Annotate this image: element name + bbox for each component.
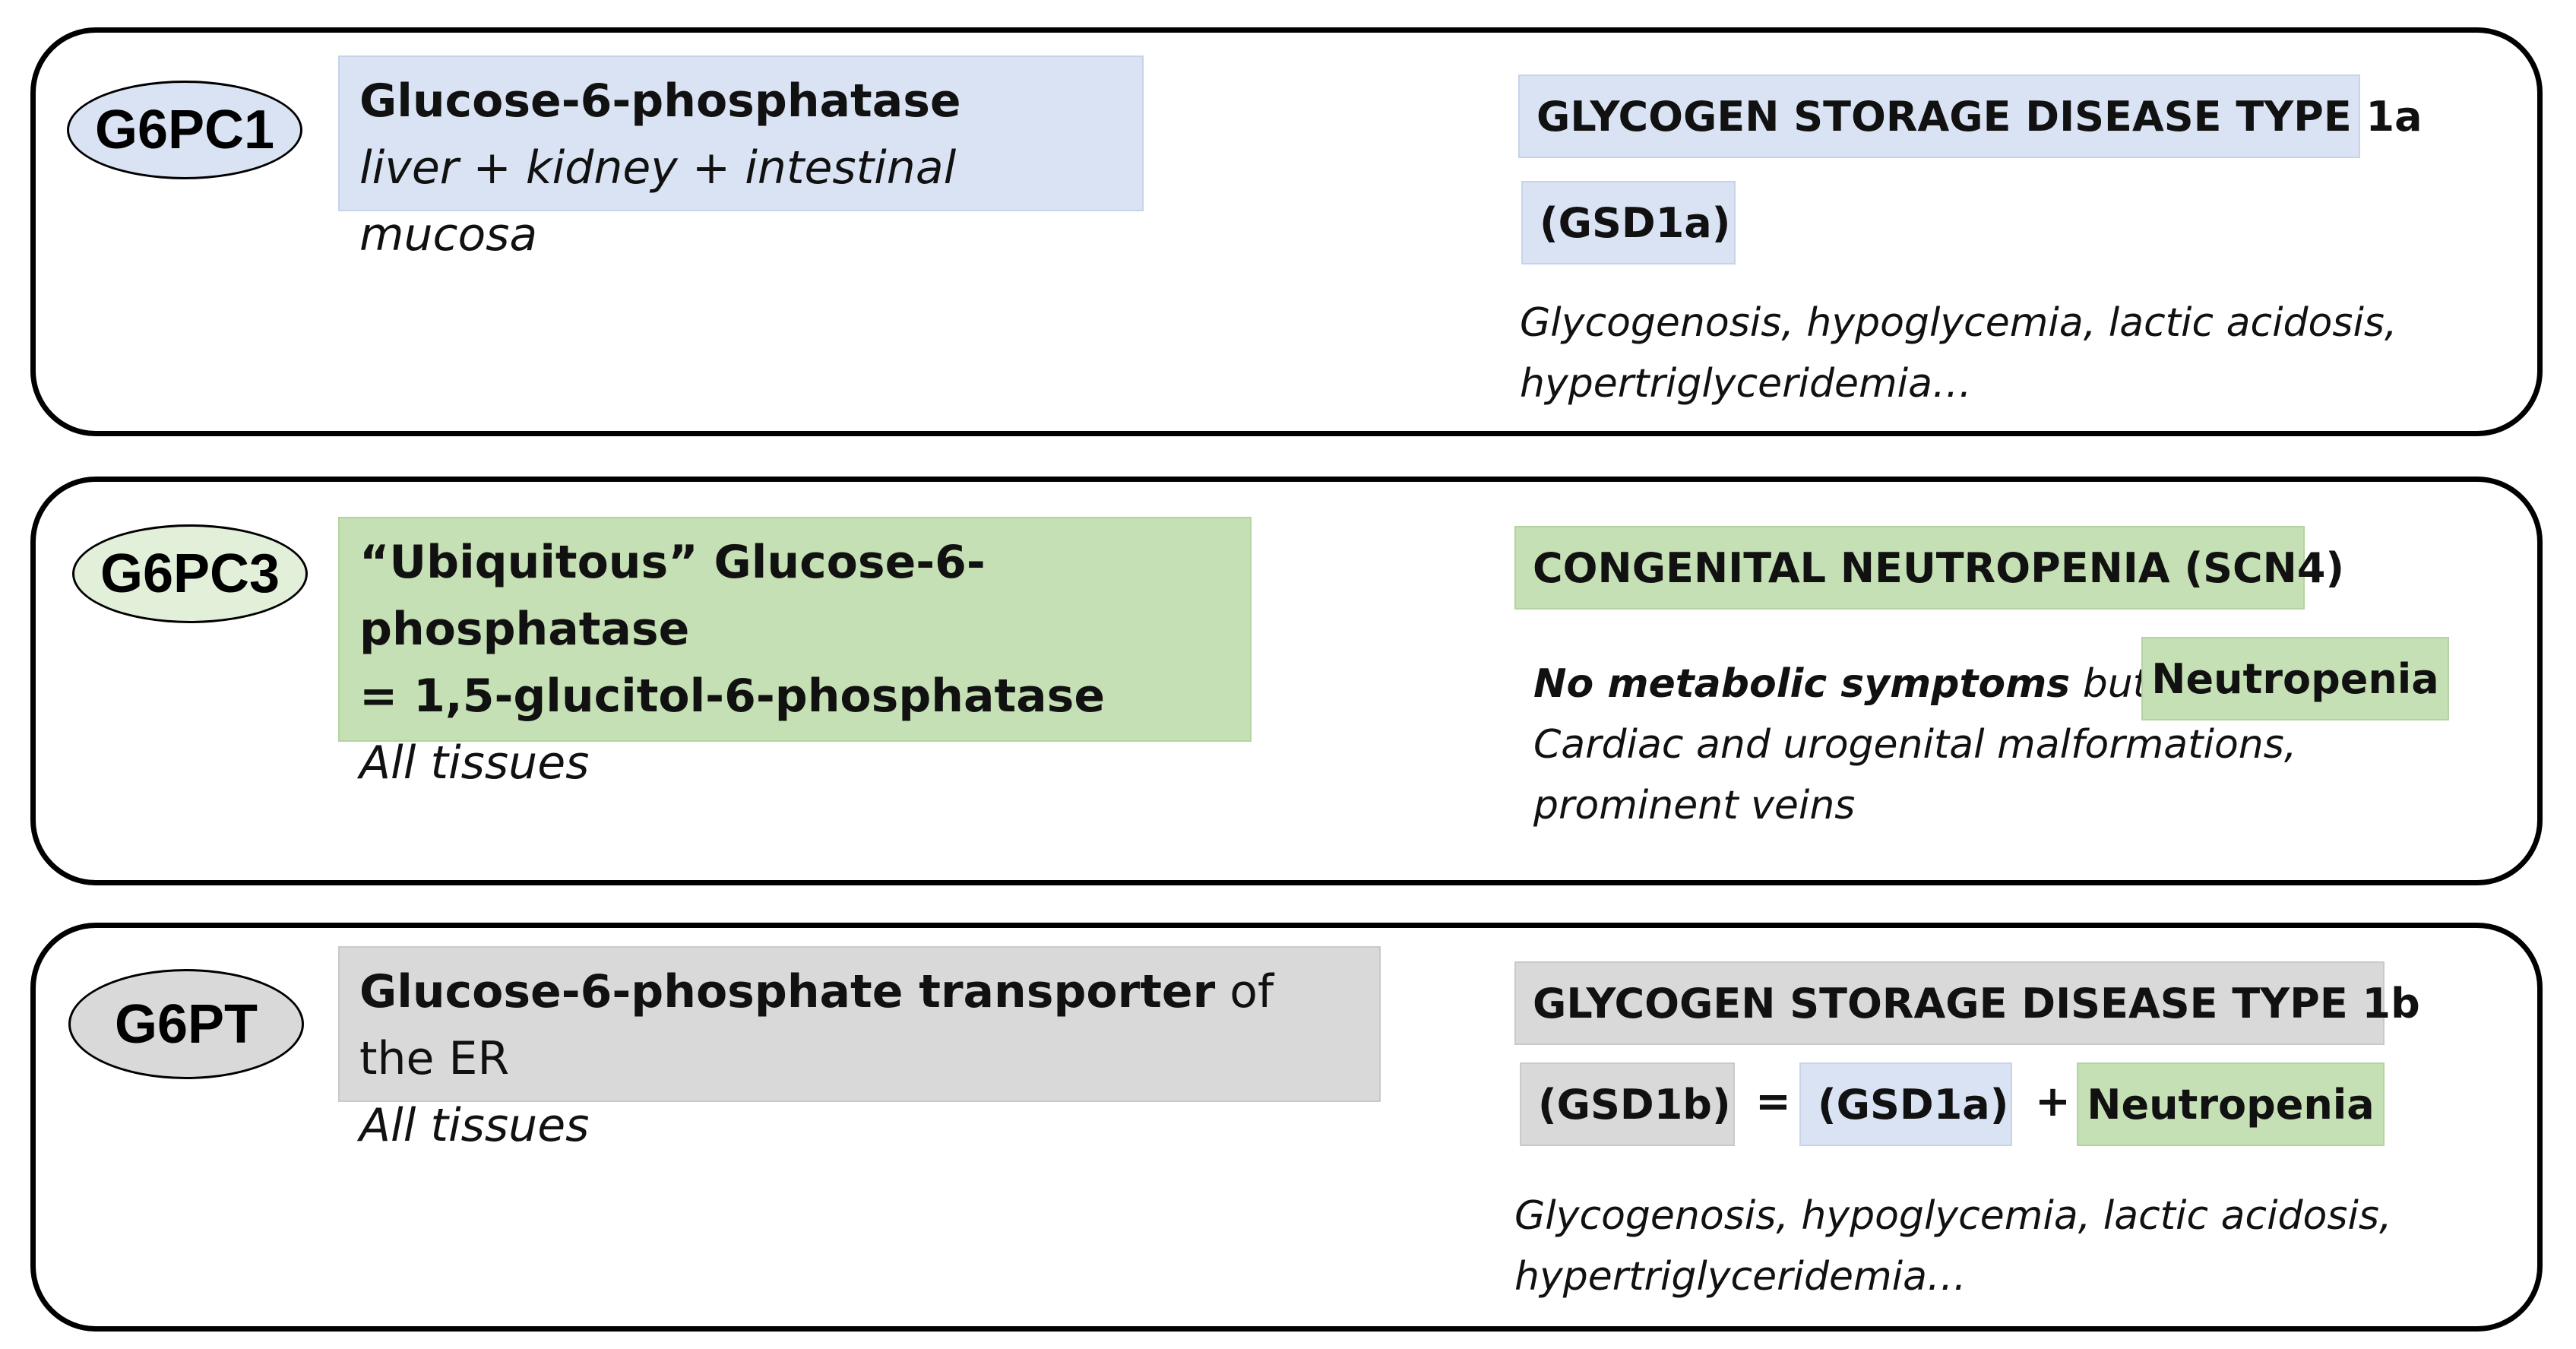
g6pc3-description: “Ubiquitous” Glucose-6-phosphatase = 1,5… (338, 517, 1252, 790)
g6pt-symptoms-line1: Glycogenosis, hypoglycemia, lactic acido… (1514, 1193, 2392, 1239)
g6pc3-disease-name: CONGENITAL NEUTROPENIA (SCN4) (1514, 526, 2344, 610)
g6pt-equation-left: (GSD1b) (1520, 1062, 1735, 1146)
g6pt-equation-middle: (GSD1a) (1799, 1062, 2012, 1146)
g6pt-description-tissue: All tissues (359, 1099, 590, 1152)
g6pt-description: Glucose-6-phosphate transporter of the E… (338, 946, 1381, 1152)
g6pc3-description-line1: “Ubiquitous” Glucose-6-phosphatase (359, 536, 986, 656)
g6pc1-gene-label: G6PC1 (67, 81, 302, 179)
g6pt-description-title: Glucose-6-phosphate transporter of the E… (359, 958, 1359, 1092)
g6pt-description-rest: of the ER (359, 965, 1274, 1085)
g6pc3-description-line2: = 1,5-glucitol-6-phosphatase (359, 670, 1106, 723)
g6pt-disease-name: GLYCOGEN STORAGE DISEASE TYPE 1b (1514, 961, 2420, 1045)
g6pc3-symptoms-but: but (2070, 661, 2149, 707)
g6pc1-symptoms: Glycogenosis, hypoglycemia, lactic acido… (1520, 293, 2397, 414)
g6pc3-symptoms-rest: Cardiac and urogenital malformations, pr… (1533, 714, 2296, 836)
g6pc1-disease-abbrev: (GSD1a) (1521, 181, 1736, 264)
g6pt-equation-equals: = (1755, 1077, 1791, 1126)
g6pc1-symptoms-line1: Glycogenosis, hypoglycemia, lactic acido… (1520, 300, 2397, 346)
g6pc1-description-title: Glucose-6-phosphatase (359, 74, 961, 128)
g6pc1-description-tissue: liver + kidney + intestinal mucosa (359, 141, 957, 261)
g6pc1-disease-name: GLYCOGEN STORAGE DISEASE TYPE 1a (1518, 74, 2423, 158)
g6pc3-symptoms-line1: No metabolic symptoms but (1533, 654, 2148, 714)
g6pc1-description: Glucose-6-phosphatase liver + kidney + i… (338, 55, 1144, 261)
g6pc3-symptoms-line2: Cardiac and urogenital malformations, (1533, 722, 2297, 768)
g6pt-symptoms: Glycogenosis, hypoglycemia, lactic acido… (1514, 1186, 2392, 1307)
g6pc3-neutropenia-tag: Neutropenia (2141, 637, 2449, 720)
g6pt-equation-plus: + (2035, 1077, 2071, 1126)
g6pc3-gene-label: G6PC3 (72, 524, 308, 623)
g6pt-equation-right: Neutropenia (2077, 1062, 2385, 1146)
g6pt-gene-label: G6PT (68, 969, 304, 1079)
g6pc3-symptoms-line3: prominent veins (1533, 783, 1856, 828)
g6pt-description-bold: Glucose-6-phosphate transporter (359, 965, 1216, 1018)
g6pc3-symptoms-bold: No metabolic symptoms (1533, 661, 2071, 707)
g6pc3-description-tissue: All tissues (359, 736, 590, 790)
g6pt-symptoms-line2: hypertriglyceridemia… (1514, 1254, 1967, 1300)
g6pc1-symptoms-line2: hypertriglyceridemia… (1520, 361, 1972, 407)
